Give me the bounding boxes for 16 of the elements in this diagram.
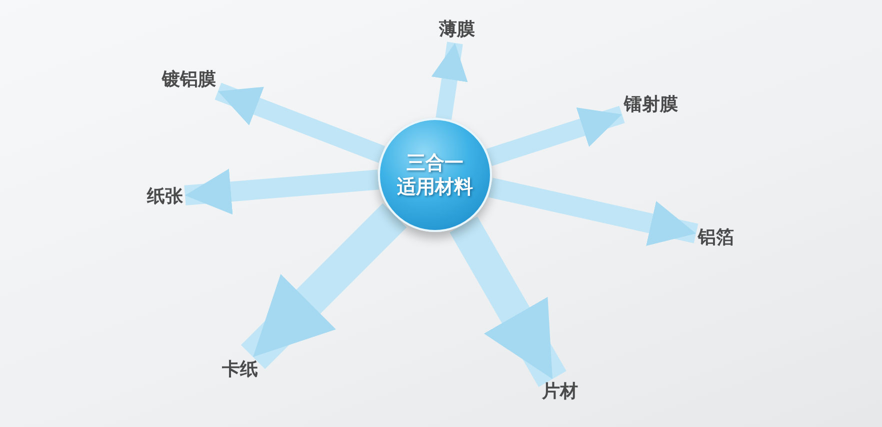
arrow — [450, 216, 566, 387]
arrow — [488, 178, 698, 246]
arrow — [486, 106, 625, 166]
center-circle — [378, 118, 492, 232]
material-label: 铝箔 — [698, 227, 734, 249]
arrow — [431, 42, 468, 120]
material-label: 卡纸 — [222, 359, 258, 381]
arrow — [214, 82, 386, 163]
circle-subheading: 适用材料 — [397, 175, 473, 199]
material-label: 薄膜 — [439, 19, 475, 41]
material-label: 镭射膜 — [624, 94, 678, 116]
arrow — [240, 203, 407, 370]
material-label: 镀铝膜 — [162, 69, 216, 91]
circle-heading: 三合一 — [406, 151, 464, 175]
material-label: 片材 — [542, 381, 578, 403]
material-label: 纸张 — [147, 186, 183, 208]
